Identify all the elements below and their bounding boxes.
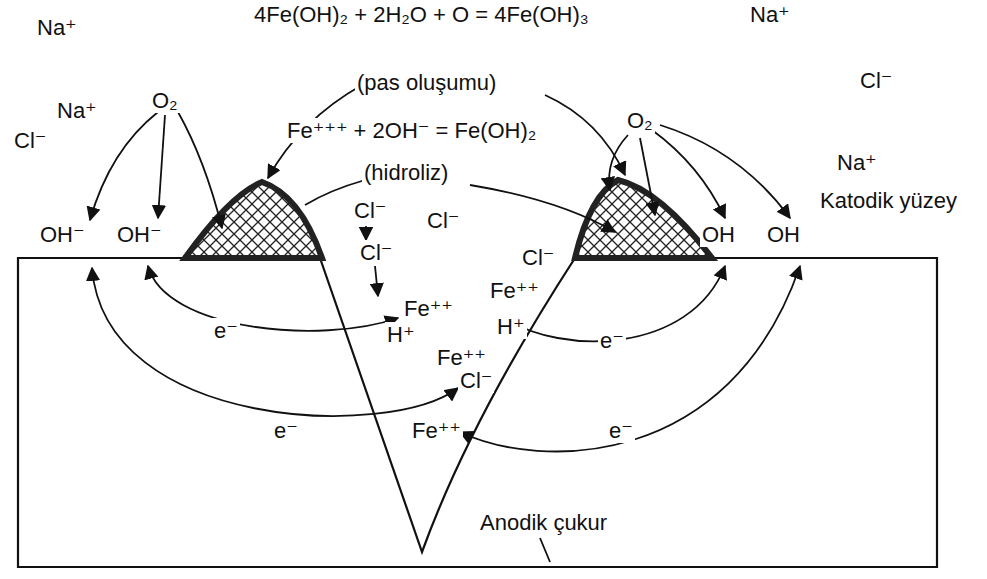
rust-deposit bbox=[185, 182, 322, 258]
ion-label: Na⁺ bbox=[55, 98, 99, 123]
metal-body bbox=[18, 258, 937, 567]
ion-label: e⁻ bbox=[272, 418, 300, 443]
ion-label: e⁻ bbox=[598, 328, 626, 353]
ion-label: O₂ bbox=[150, 88, 180, 113]
arrows bbox=[90, 85, 800, 562]
ion-label: Fe⁺⁺ bbox=[435, 345, 488, 370]
ion-label: O₂ bbox=[625, 108, 655, 133]
ion-label: Cl⁻ bbox=[352, 198, 388, 223]
ion-label: Na⁺ bbox=[748, 2, 792, 27]
ion-label: e⁻ bbox=[212, 318, 240, 343]
ion-label: Fe⁺⁺ bbox=[410, 418, 463, 443]
ion-label: (pas oluşumu) bbox=[355, 70, 498, 95]
ion-label: (hidroliz) bbox=[362, 160, 450, 185]
ion-label: Cl⁻ bbox=[12, 128, 48, 153]
ion-label: OH bbox=[765, 222, 802, 247]
ion-label: Fe⁺⁺ bbox=[488, 278, 541, 303]
ion-label: H⁺ bbox=[385, 322, 417, 347]
ion-label: Cl⁻ bbox=[520, 245, 556, 270]
reaction-equation: Fe⁺⁺⁺ + 2OH⁻ = Fe(OH)₂ bbox=[285, 118, 538, 143]
reaction-equation: 4Fe(OH)₂ + 2H₂O + O = 4Fe(OH)₃ bbox=[252, 2, 591, 27]
ion-label: OH⁻ bbox=[38, 222, 87, 247]
ion-label: Cl⁻ bbox=[858, 68, 894, 93]
ion-label: OH bbox=[700, 222, 737, 247]
ion-label: Na⁺ bbox=[35, 15, 79, 40]
ion-label: H⁺ bbox=[495, 314, 527, 339]
ion-label: e⁻ bbox=[607, 418, 635, 443]
rust-deposit bbox=[575, 180, 712, 258]
ion-label: OH⁻ bbox=[115, 222, 164, 247]
ion-label: Cl⁻ bbox=[458, 368, 494, 393]
ion-label: Na⁺ bbox=[835, 150, 879, 175]
ion-label: Cl⁻ bbox=[425, 208, 461, 233]
ion-label: Fe⁺⁺ bbox=[402, 296, 455, 321]
ion-label: Katodik yüzey bbox=[818, 188, 959, 213]
pit-label: Anodik çukur bbox=[478, 510, 609, 535]
ion-label: Cl⁻ bbox=[358, 240, 394, 265]
